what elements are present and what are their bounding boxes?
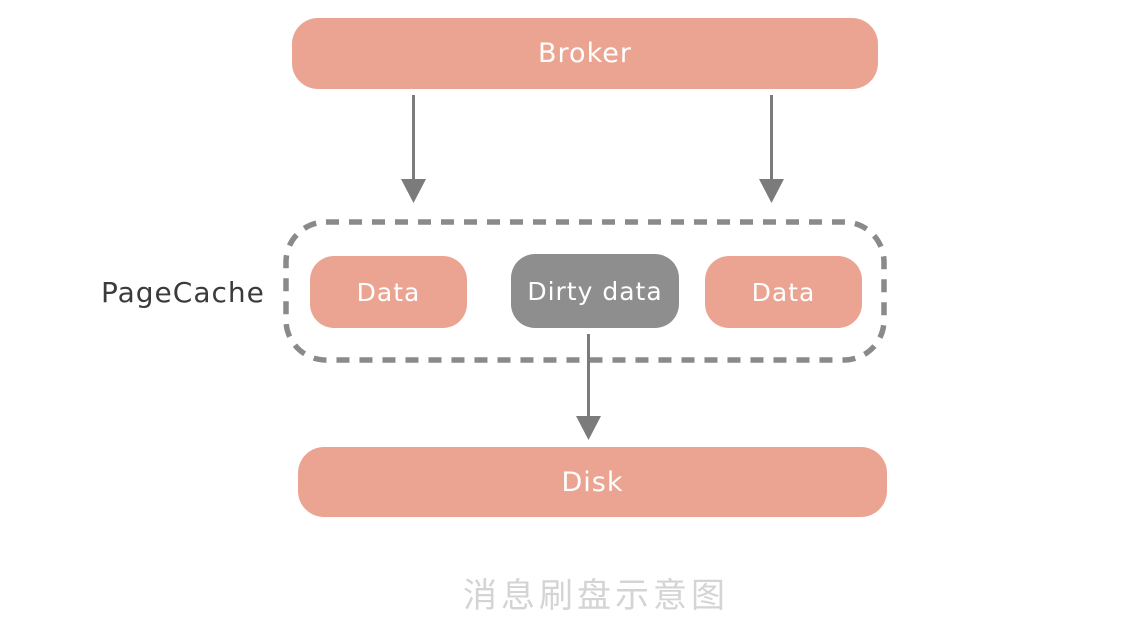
data-node-label: Data xyxy=(356,277,421,307)
broker-label: Broker xyxy=(538,38,632,69)
data-node-left: Data xyxy=(310,256,467,328)
dirty-data-label: Dirty data xyxy=(527,276,663,306)
data-node-label: Data xyxy=(751,277,816,307)
data-node-right: Data xyxy=(705,256,862,328)
arrow-down-icon xyxy=(759,95,784,203)
arrow-down-icon xyxy=(576,334,601,440)
dirty-data-node: Dirty data xyxy=(511,254,679,328)
broker-node: Broker xyxy=(292,18,878,89)
disk-label: Disk xyxy=(561,466,624,498)
pagecache-label: PageCache xyxy=(101,276,265,309)
pagecache-container xyxy=(283,219,887,363)
arrow-down-icon xyxy=(401,95,426,203)
diagram-caption: 消息刷盘示意图 xyxy=(463,576,729,616)
disk-node: Disk xyxy=(298,447,887,517)
